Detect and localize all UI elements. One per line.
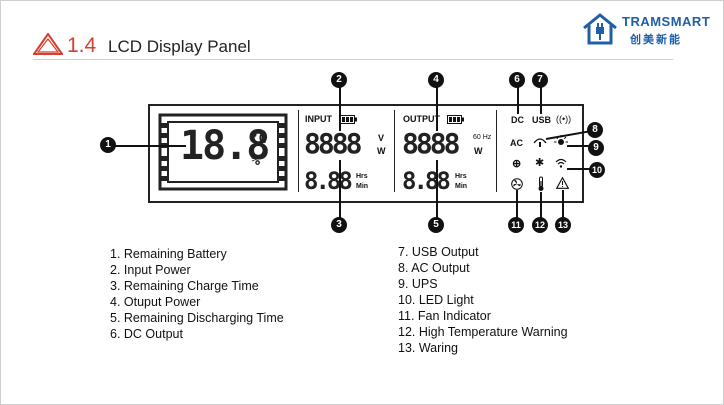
wifi-icon [555,158,567,168]
callout-12: 12 [532,217,548,233]
callout-line-5 [436,160,438,220]
callout-line-11 [516,190,518,220]
input-unit-w: W [377,146,386,156]
lcd-panel [148,104,584,203]
output-hrs-label: Hrs [455,173,467,180]
usb-indicator: USB [532,115,552,125]
callout-1: 1 [100,137,116,153]
input-time-digits: 8.88 [304,167,353,195]
callout-9: 9 [588,140,604,156]
output-label: OUTPUT [403,114,440,124]
percent-unit: % [251,151,261,169]
callout-3: 3 [331,217,347,233]
brand-chinese-name: 创美新能 [630,34,682,46]
callout-line-9 [567,145,589,147]
page-header: 1.4 LCD Display Panel TRAMSMART 创美新能 [0,0,724,70]
section-title: LCD Display Panel [108,37,251,56]
lcd-separator-1 [298,110,299,192]
section-number: 1.4 [67,34,97,57]
house-plug-icon [583,13,617,45]
legend-item: 10. LED Light [398,293,474,307]
callout-6: 6 [509,72,525,88]
plus-icon: ⊕ [512,158,522,170]
callout-line-3 [339,160,341,220]
input-power-digits: 8888 [304,127,362,160]
bluetooth-icon: ✱ [535,157,545,169]
legend-item: 3. Remaining Charge Time [110,279,259,293]
battery-ring-graphic [158,113,288,191]
legend-item: 13. Waring [398,341,458,355]
ac-indicator: AC [510,138,523,148]
warning-triangle-icon [33,33,63,55]
callout-line-4 [436,87,438,131]
dc-indicator: DC [511,115,524,125]
input-hrs-label: Hrs [356,173,368,180]
callout-line-12 [540,192,542,220]
output-unit-w: W [474,146,483,156]
callout-5: 5 [428,217,444,233]
legend-item: 5. Remaining Discharging Time [110,311,284,325]
callout-line-6 [517,87,519,114]
legend-item: 6. DC Output [110,327,183,341]
legend-item: 8. AC Output [398,261,470,275]
callout-2: 2 [331,72,347,88]
battery-icon [340,115,357,124]
header-divider [33,59,673,60]
output-min-label: Min [455,183,468,190]
legend-item: 11. Fan Indicator [398,309,491,323]
legend-item: 2. Input Power [110,263,191,277]
warning-icon [556,177,569,189]
lcd-separator-2 [394,110,395,192]
battery-percent-digits: 18.8 [180,123,270,169]
input-unit-v: V [378,133,385,143]
callout-line-10 [567,168,591,170]
legend-item: 12. High Temperature Warning [398,325,568,339]
callout-line-1 [114,145,186,147]
callout-10: 10 [589,162,605,178]
callout-7: 7 [532,72,548,88]
callout-4: 4 [428,72,444,88]
callout-line-13 [562,190,564,220]
temperature-unit: °C [250,131,267,147]
legend-item: 7. USB Output [398,245,479,259]
legend-item: 1. Remaining Battery [110,247,227,261]
output-time-digits: 8.88 [402,167,451,195]
callout-8: 8 [587,122,603,138]
legend-list-left: 1. Remaining Battery 2. Input Power 3. R… [110,246,284,342]
callout-13: 13 [555,217,571,233]
wireless-icon: ((•)) [556,114,572,124]
legend-item: 9. UPS [398,277,438,291]
callout-line-7 [540,87,542,114]
lcd-separator-3 [496,110,497,192]
callout-11: 11 [508,217,524,233]
battery-icon [447,115,464,124]
callout-line-2 [339,87,341,131]
legend-list-right: 7. USB Output 8. AC Output 9. UPS 10. LE… [398,244,568,356]
output-power-digits: 8888 [402,127,460,160]
input-min-label: Min [356,183,369,190]
brand-name: TRAMSMART [622,14,711,29]
ups-icon [533,138,547,147]
legend-item: 4. Otuput Power [110,295,201,309]
fan-icon [511,178,523,190]
output-hz-label: 60 Hz [473,134,492,141]
thermometer-icon [538,176,544,191]
input-label: INPUT [305,114,332,124]
